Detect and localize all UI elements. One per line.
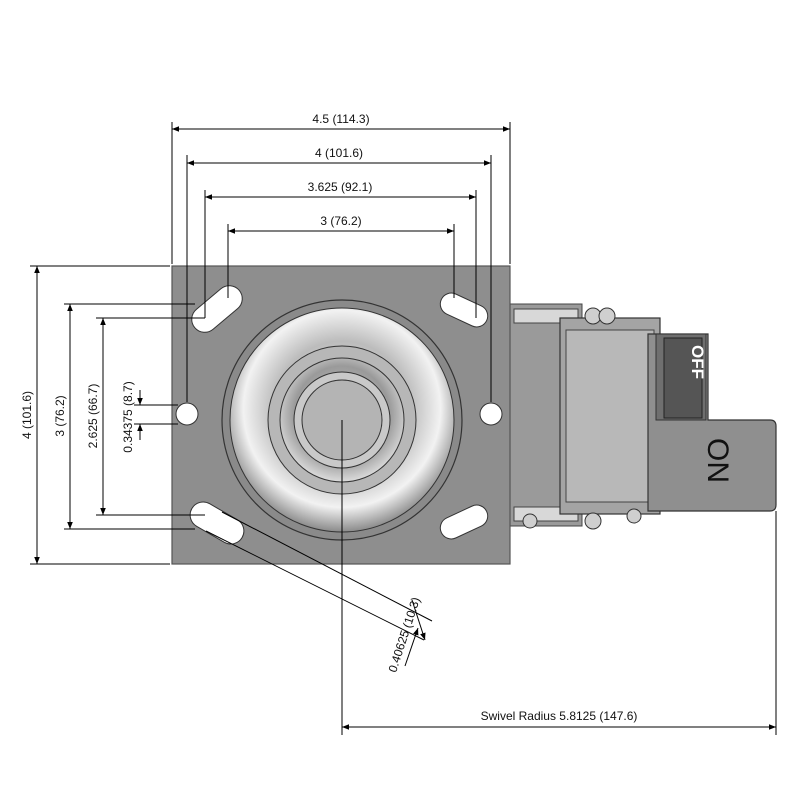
dim-slot-diag-label: 0.40625 (10.3) bbox=[385, 595, 422, 674]
slot-bottom-left bbox=[189, 501, 245, 545]
slot-top-right bbox=[439, 292, 489, 328]
dim-bolt-height-inner: 2.625 (66.7) bbox=[86, 317, 205, 516]
dim-bolt-height-outer-label: 3 (76.2) bbox=[53, 395, 67, 436]
lock-on-label: ON bbox=[701, 438, 734, 483]
slot-bottom-right bbox=[439, 504, 489, 540]
dim-bolt-width-outer: 4 (101.6) bbox=[186, 146, 492, 402]
dim-overall-height: 4 (101.6) bbox=[20, 265, 170, 565]
bolt-hole-left bbox=[175, 402, 199, 426]
dim-overall-width-label: 4.5 (114.3) bbox=[312, 112, 369, 126]
top-plate bbox=[171, 265, 511, 565]
dim-swivel-radius: Swivel Radius 5.8125 (147.6) bbox=[341, 420, 777, 735]
dim-bolt-height-outer: 3 (76.2) bbox=[53, 303, 195, 530]
dim-bolt-width-mid: 3.625 (92.1) bbox=[204, 180, 477, 318]
lock-off-label: OFF bbox=[688, 345, 707, 379]
bolt-hole-right bbox=[479, 402, 503, 426]
dim-swivel-radius-label: Swivel Radius 5.8125 (147.6) bbox=[481, 709, 638, 723]
dim-bolt-width-inner: 3 (76.2) bbox=[227, 214, 455, 298]
brake-assembly bbox=[509, 303, 777, 530]
dim-slot-width: 0.34375 (8.7) bbox=[121, 381, 178, 453]
dim-bolt-width-outer-label: 4 (101.6) bbox=[315, 146, 363, 160]
dim-bolt-width-inner-label: 3 (76.2) bbox=[320, 214, 361, 228]
dim-overall-height-label: 4 (101.6) bbox=[20, 391, 34, 439]
dim-bolt-height-inner-label: 2.625 (66.7) bbox=[86, 384, 100, 449]
dim-overall-width: 4.5 (114.3) bbox=[171, 112, 511, 264]
slot-top-left bbox=[191, 285, 243, 333]
dim-bolt-width-mid-label: 3.625 (92.1) bbox=[308, 180, 373, 194]
dim-slot-width-label: 0.34375 (8.7) bbox=[121, 381, 135, 452]
